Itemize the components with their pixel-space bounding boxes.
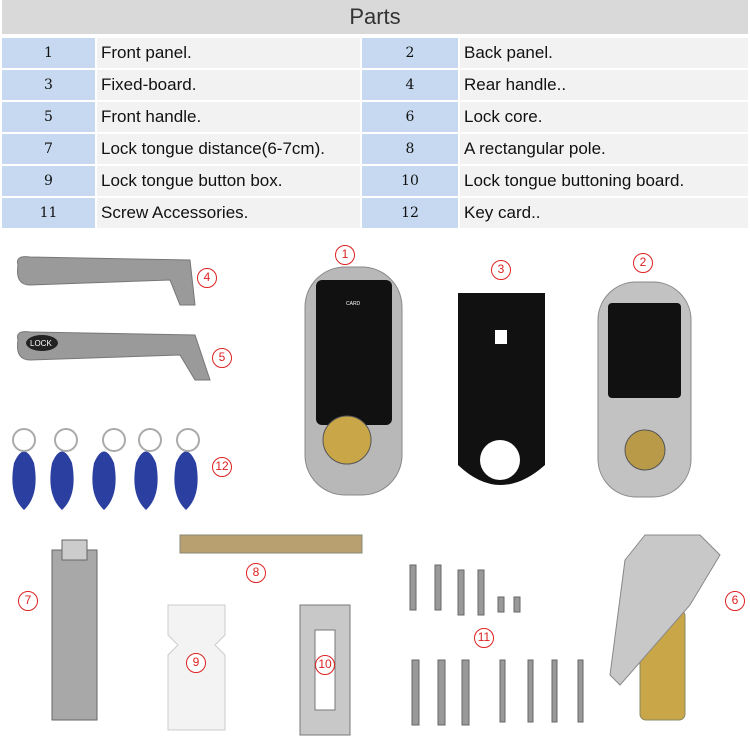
part-description: Lock tongue buttoning board.	[460, 166, 748, 196]
table-title: Parts	[2, 0, 748, 34]
marker-11: 11	[474, 628, 494, 648]
marker-5: 5	[212, 348, 232, 368]
rectangular-pole	[179, 534, 363, 554]
part-number: 6	[362, 102, 458, 132]
part-description: Lock tongue button box.	[97, 166, 360, 196]
part-description: A rectangular pole.	[460, 134, 748, 164]
lock-text: LOCK	[30, 339, 52, 348]
marker-9: 9	[186, 653, 206, 673]
marker-7: 7	[18, 591, 38, 611]
part-description: Screw Accessories.	[97, 198, 360, 228]
part-description: Lock tongue distance(6-7cm).	[97, 134, 360, 164]
lock-badge	[26, 335, 58, 351]
marker-1: 1	[335, 245, 355, 265]
marker-8: 8	[246, 563, 266, 583]
parts-illustration: LOCK CARD	[12, 256, 721, 736]
fixed-board	[458, 293, 545, 485]
part-description: Rear handle..	[460, 70, 748, 100]
key-cards	[12, 451, 198, 510]
rear-handle	[17, 256, 196, 306]
marker-4: 4	[197, 268, 217, 288]
marker-2: 2	[633, 253, 653, 273]
keys	[609, 534, 721, 686]
marker-3: 3	[491, 260, 511, 280]
card-text: CARD	[346, 301, 361, 307]
part-description: Fixed-board.	[97, 70, 360, 100]
part-number: 10	[362, 166, 458, 196]
marker-10: 10	[315, 655, 335, 675]
part-number: 2	[362, 38, 458, 68]
part-number: 3	[2, 70, 95, 100]
part-description: Front panel.	[97, 38, 360, 68]
part-description: Back panel.	[460, 38, 748, 68]
part-description: Lock core.	[460, 102, 748, 132]
part-number: 4	[362, 70, 458, 100]
front-handle	[17, 331, 211, 381]
part-number: 1	[2, 38, 95, 68]
part-number: 12	[362, 198, 458, 228]
screws	[409, 564, 584, 726]
part-number: 11	[2, 198, 95, 228]
marker-12: 12	[212, 457, 232, 477]
parts-photo: LOCK CARD 1 2 3 4 5 6 7 8 9 10 11 12	[0, 235, 750, 750]
lock-tongue	[51, 549, 98, 721]
part-number: 8	[362, 134, 458, 164]
part-number: 9	[2, 166, 95, 196]
part-number: 7	[2, 134, 95, 164]
marker-6: 6	[725, 591, 745, 611]
part-description: Front handle.	[97, 102, 360, 132]
part-number: 5	[2, 102, 95, 132]
part-description: Key card..	[460, 198, 748, 228]
